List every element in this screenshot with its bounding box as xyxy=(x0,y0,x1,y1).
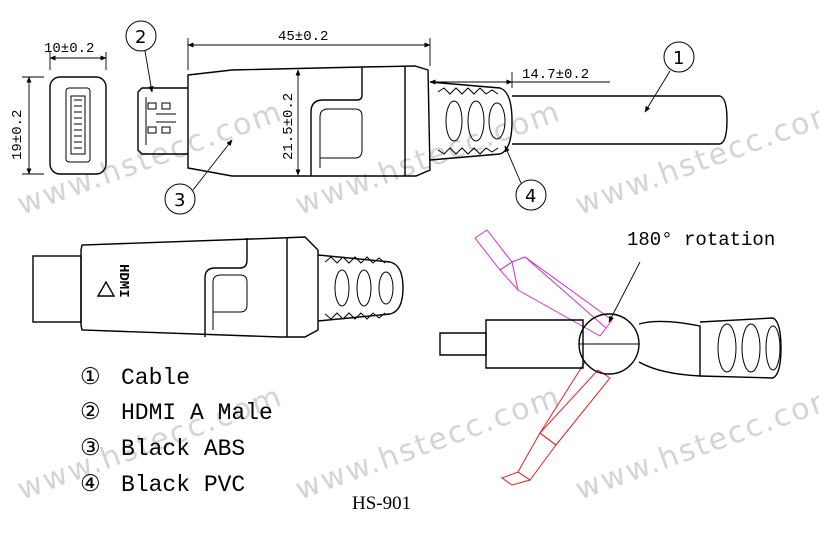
body-rotation xyxy=(485,319,584,369)
plug-tip-front xyxy=(32,255,82,323)
plug-tip-rotation xyxy=(439,332,487,356)
legend-item: ② HDMI A Male xyxy=(80,400,273,426)
legend-number: ④ xyxy=(80,472,101,498)
hdmi-pins xyxy=(74,99,82,149)
watermark: www.hstecc.com xyxy=(13,94,288,223)
callout-circle-3 xyxy=(164,183,196,215)
cable xyxy=(512,95,728,145)
callout-2: 2 xyxy=(135,27,146,48)
body-rear xyxy=(638,320,701,377)
watermark: www.hstecc.com xyxy=(571,94,819,223)
grip-cutout xyxy=(310,67,363,176)
triangle-mark xyxy=(96,280,116,297)
hdmi-socket-outline xyxy=(65,87,91,163)
legend-item: ① Cable xyxy=(80,365,190,391)
legend-text: Cable xyxy=(121,365,190,391)
callouts: 2 3 1 4 xyxy=(125,20,695,215)
rotated-position-down xyxy=(500,361,611,486)
dim-strain-relief-length: 14.7±0.2 xyxy=(522,67,589,83)
rotation-label: 180° rotation xyxy=(627,229,775,251)
callout-circle-1 xyxy=(663,41,695,73)
dim-end-height: 19±0.2 xyxy=(10,110,26,160)
legend-number: ③ xyxy=(80,436,101,462)
legend-text: Black ABS xyxy=(121,436,245,462)
dim-end-width: 10±0.2 xyxy=(44,41,94,57)
connector-body-front xyxy=(80,236,319,338)
legend-item: ③ Black ABS xyxy=(80,436,245,462)
rotation-view: 180° rotation xyxy=(439,229,782,486)
model-number: HS-901 xyxy=(352,493,411,514)
strain-relief-front xyxy=(317,254,404,322)
hdmi-socket-inner xyxy=(70,95,86,155)
callout-circle-4 xyxy=(515,179,547,211)
strain-relief xyxy=(429,81,513,161)
dim-body-length: 45±0.2 xyxy=(278,29,328,45)
callout-4: 4 xyxy=(525,186,536,207)
end-view-outline xyxy=(49,76,107,175)
callout-3: 3 xyxy=(174,190,185,211)
legend-text: Black PVC xyxy=(121,472,245,498)
front-view: HDMI xyxy=(32,236,404,338)
connector-body xyxy=(187,65,431,177)
legend-number: ① xyxy=(80,365,101,391)
hdmi-marking: HDMI xyxy=(115,264,131,298)
legend: ① Cable ② HDMI A Male ③ Black ABS ④ Blac… xyxy=(80,365,273,498)
strain-relief-rotation xyxy=(699,317,782,379)
watermark: www.hstecc.com xyxy=(571,379,819,508)
callout-circle-2 xyxy=(125,20,157,52)
watermark: www.hstecc.com xyxy=(291,379,566,508)
legend-number: ② xyxy=(80,400,101,426)
end-view: 10±0.2 19±0.2 xyxy=(10,41,107,175)
legend-item: ④ Black PVC xyxy=(80,472,245,498)
dim-body-height: 21.5±0.2 xyxy=(281,93,297,160)
side-view-top: 45±0.2 21.5±0.2 14.7±0.2 xyxy=(137,29,728,177)
legend-text: HDMI A Male xyxy=(121,400,273,426)
callout-1: 1 xyxy=(673,48,684,69)
